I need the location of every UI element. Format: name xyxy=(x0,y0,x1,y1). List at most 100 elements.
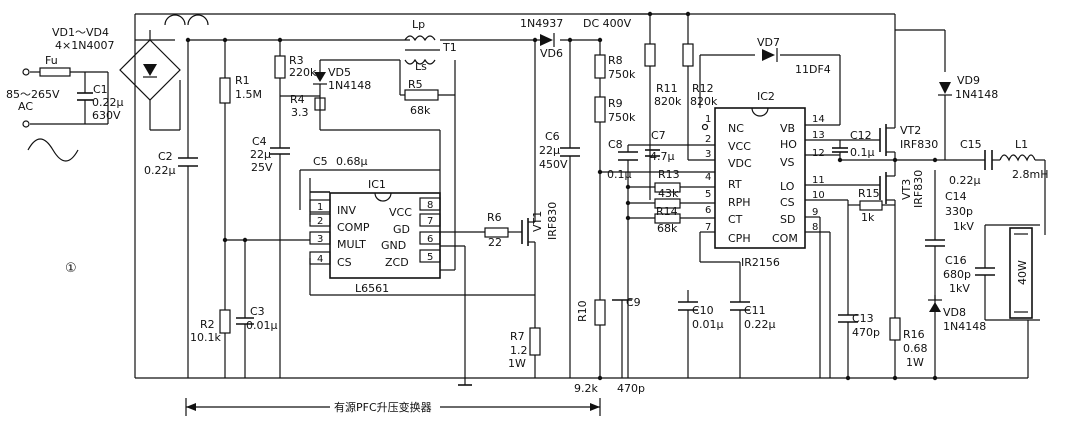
r5-value: 68k xyxy=(410,104,431,117)
svg-text:1: 1 xyxy=(705,114,711,125)
svg-text:9: 9 xyxy=(812,207,818,218)
svg-text:CT: CT xyxy=(728,213,743,226)
c8-ref: C8 xyxy=(608,138,623,151)
svg-text:4: 4 xyxy=(705,172,711,183)
ls-ref: Ls xyxy=(415,60,427,73)
vd9-diode xyxy=(939,82,951,94)
r10-resistor xyxy=(594,299,606,326)
r5-resistor xyxy=(404,89,439,101)
r16-rating: 1W xyxy=(906,356,924,369)
r10-ref: R10 xyxy=(576,300,589,322)
fuse-ref: Fu xyxy=(45,54,58,67)
c14-rating: 1kV xyxy=(953,220,974,233)
caption: 有源PFC升压变换器 xyxy=(334,400,432,414)
ic2-chip xyxy=(701,107,806,249)
wires xyxy=(30,13,1046,385)
bridge-part: 4×1N4007 xyxy=(55,39,114,52)
svg-text:CS: CS xyxy=(337,256,352,269)
r3-value: 220k xyxy=(289,66,317,79)
vd5-diode xyxy=(314,72,326,82)
r7-ref: R7 xyxy=(510,330,525,343)
r12-resistor xyxy=(682,43,694,67)
svg-text:7: 7 xyxy=(705,222,711,233)
r14-ref: R14 xyxy=(656,205,678,218)
c8-value: 0.1μ xyxy=(607,168,632,181)
svg-text:7: 7 xyxy=(427,216,433,227)
r1-value: 1.5M xyxy=(235,88,262,101)
ic2-pins: 1 2 3 4 5 6 7 NC VCC VDC RT RPH CT CPH 1… xyxy=(705,114,825,245)
transformer-primary xyxy=(404,35,436,42)
vt2-mosfet xyxy=(879,120,896,160)
c5-value: 0.68μ xyxy=(336,155,368,168)
svg-text:VB: VB xyxy=(780,122,795,135)
vt2-part: IRF830 xyxy=(900,138,938,151)
r15-ref: R15 xyxy=(858,187,880,200)
c10-value: 0.01μ xyxy=(692,318,724,331)
c9-value: 470p xyxy=(617,382,645,395)
svg-text:HO: HO xyxy=(780,138,797,151)
r9-ref: R9 xyxy=(608,97,623,110)
r16-ref: R16 xyxy=(903,328,925,341)
svg-text:ZCD: ZCD xyxy=(385,256,409,269)
vd6-diode xyxy=(540,34,553,46)
r8-resistor xyxy=(594,54,606,79)
svg-text:CS: CS xyxy=(780,196,795,209)
vd7-diode xyxy=(762,49,775,61)
rph-resistor xyxy=(654,198,681,209)
c4-ref: C4 xyxy=(252,135,267,148)
ac-terminal-bottom xyxy=(22,120,30,128)
r16-resistor xyxy=(889,317,901,341)
svg-text:CPH: CPH xyxy=(728,232,751,245)
ic1-ref: IC1 xyxy=(368,178,386,191)
r13-resistor xyxy=(654,182,681,193)
choke-symbol xyxy=(164,14,209,26)
r11-value: 820k xyxy=(654,95,682,108)
ic2-part: IR2156 xyxy=(741,256,780,269)
vt3-part: IRF830 xyxy=(912,170,925,208)
svg-text:8: 8 xyxy=(427,200,433,211)
c13-ref: C13 xyxy=(852,312,874,325)
r9-resistor xyxy=(594,96,606,123)
c16-rating: 1kV xyxy=(949,282,970,295)
c2-value: 0.22μ xyxy=(144,164,176,177)
r11-ref: R11 xyxy=(656,82,678,95)
svg-text:RT: RT xyxy=(728,178,742,191)
r10-value: 9.2k xyxy=(574,382,598,395)
c1-rating: 630V xyxy=(92,109,121,122)
c3-ref: C3 xyxy=(250,305,265,318)
c14-ref: C14 xyxy=(945,190,967,203)
r12-ref: R12 xyxy=(692,82,714,95)
r6-value: 22 xyxy=(488,236,502,249)
ic1-pins: 1 2 3 4 INV COMP MULT CS 8 7 6 5 VCC GD … xyxy=(317,200,433,269)
svg-text:13: 13 xyxy=(812,130,825,141)
svg-text:8: 8 xyxy=(812,222,818,233)
l1-value: 2.8mH xyxy=(1012,168,1048,181)
figure-number: ① xyxy=(65,261,77,276)
c12-value: 0.1μ xyxy=(850,146,875,159)
r4-ref: R4 xyxy=(290,93,305,106)
r12-value: 820k xyxy=(690,95,718,108)
r15-resistor xyxy=(859,200,883,211)
svg-text:6: 6 xyxy=(705,205,711,216)
vd8-diode xyxy=(929,302,941,312)
fuse-symbol xyxy=(39,67,71,77)
svg-text:COMP: COMP xyxy=(337,221,370,234)
ic1-chip xyxy=(309,192,441,279)
dc-bus-label: DC 400V xyxy=(583,17,632,30)
r7-rating: 1W xyxy=(508,357,526,370)
vd8-part: 1N4148 xyxy=(943,320,986,333)
vd6-part: 1N4937 xyxy=(520,17,563,30)
bridge-ref: VD1～VD4 xyxy=(52,26,109,39)
c6-rating: 450V xyxy=(539,158,568,171)
r5-ref: R5 xyxy=(408,78,423,91)
vd7-part: 11DF4 xyxy=(795,63,831,76)
r1-ref: R1 xyxy=(235,74,250,87)
r9-value: 750k xyxy=(608,111,636,124)
vd9-ref: VD9 xyxy=(957,74,980,87)
r8-value: 750k xyxy=(608,68,636,81)
r7-resistor xyxy=(529,327,541,356)
vd5-ref: VD5 xyxy=(328,66,351,79)
c12-ref: C12 xyxy=(850,129,872,142)
caption-arrow xyxy=(185,398,601,416)
bridge-rectifier-symbol xyxy=(119,30,181,130)
